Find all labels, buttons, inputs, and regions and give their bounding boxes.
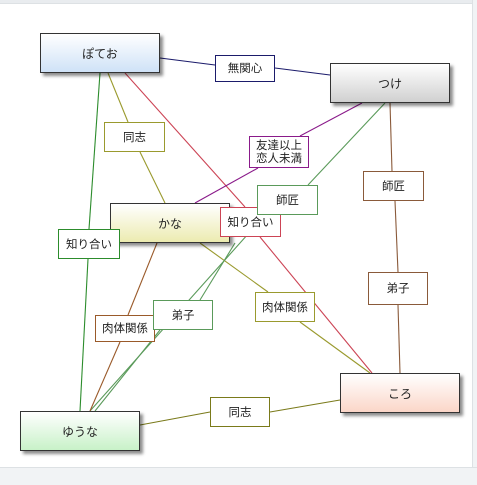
edge-label-tsuke-koro-1[interactable]: 師匠	[363, 171, 424, 201]
window-bottom-border	[0, 467, 477, 485]
edge-line-tsuke-yuuna	[307, 102, 386, 186]
edge-line-kana-yuuna-2	[94, 329, 161, 412]
edge-line-kana-koro	[199, 242, 269, 293]
edge-line-kana-yuuna-2	[199, 242, 236, 301]
edge-line-poteo-yuuna	[79, 258, 89, 412]
edge-line-poteo-tsuke	[159, 57, 216, 66]
edge-line-tsuke-koro-1	[394, 200, 399, 273]
edge-line-tsuke-kana	[194, 167, 259, 204]
edge-label-tsuke-yuuna[interactable]: 師匠	[257, 185, 318, 215]
edge-line-poteo-kana	[107, 72, 129, 123]
edge-line-kana-yuuna-1	[89, 341, 121, 412]
edge-line-yuuna-koro	[139, 411, 211, 426]
edge-line-poteo-yuuna	[88, 72, 101, 230]
edge-label-kana-yuuna-2[interactable]: 弟子	[153, 300, 213, 330]
edge-line-poteo-koro	[259, 236, 373, 374]
edge-label-tsuke-koro-2[interactable]: 弟子	[368, 272, 428, 305]
edge-label-kana-koro[interactable]: 肉体関係	[255, 292, 315, 322]
edge-label-kana-yuuna-1[interactable]: 肉体関係	[95, 315, 155, 342]
edge-line-poteo-tsuke	[274, 67, 331, 76]
edge-line-yuuna-koro	[269, 399, 341, 413]
edge-line-tsuke-kana	[299, 102, 363, 137]
edge-label-poteo-tsuke[interactable]: 無関心	[215, 55, 275, 82]
node-yuuna[interactable]: ゆうな	[20, 411, 140, 451]
edge-line-kana-yuuna-1	[127, 242, 158, 316]
edge-line-poteo-kana	[139, 151, 166, 204]
node-kana[interactable]: かな	[110, 203, 230, 243]
edge-line-poteo-koro	[124, 72, 246, 208]
edge-label-tsuke-kana[interactable]: 友達以上 恋人未満	[249, 136, 309, 168]
edge-line-tsuke-koro-1	[389, 102, 393, 172]
edge-line-kana-koro	[299, 321, 371, 374]
edge-label-yuuna-koro[interactable]: 同志	[210, 397, 270, 427]
node-tsuke[interactable]: つけ	[330, 63, 450, 103]
node-poteo[interactable]: ぽてお	[40, 33, 160, 73]
window-scrollbar-track[interactable]	[472, 0, 477, 484]
node-koro[interactable]: ころ	[340, 373, 460, 413]
edge-label-poteo-kana[interactable]: 同志	[104, 122, 165, 152]
window-top-border	[0, 0, 477, 4]
edge-label-poteo-yuuna[interactable]: 知り合い	[58, 229, 120, 259]
edge-line-tsuke-koro-2	[397, 304, 401, 374]
